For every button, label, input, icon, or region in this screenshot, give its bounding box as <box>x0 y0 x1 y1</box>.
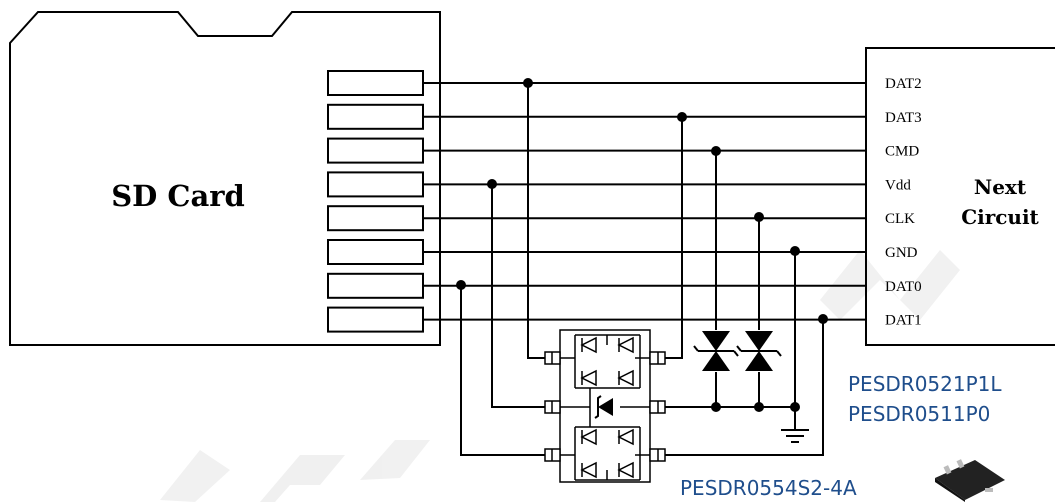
sd-card-contacts <box>327 70 424 333</box>
sd-contact <box>327 239 424 265</box>
sd-card-outline <box>9 11 441 346</box>
watermark <box>160 250 960 502</box>
sd-contact <box>327 171 424 198</box>
pin-label-vdd: Vdd <box>885 177 911 193</box>
esd-array-diodes <box>574 334 641 481</box>
sd-contact <box>327 306 424 333</box>
sd-contact <box>327 272 424 299</box>
pin-label-gnd: GND <box>885 245 918 261</box>
pin-label-dat3: DAT3 <box>885 110 922 126</box>
array-internal-wiring <box>574 334 641 481</box>
pin-label-dat0: DAT0 <box>885 279 922 295</box>
next-circuit-box <box>865 47 1055 346</box>
part-label-pesdr0521p1l: PESDR0521P1L <box>848 372 1002 396</box>
ground-icon <box>781 429 809 443</box>
sd-card-label: SD Card <box>111 179 245 213</box>
diode-icon <box>580 461 597 479</box>
next-circuit-label-line1: Next <box>974 175 1027 199</box>
part-label-pesdr0511p0: PESDR0511P0 <box>848 402 990 426</box>
diode-icon <box>617 428 634 446</box>
sd-contact <box>327 205 424 232</box>
diode-icon <box>580 428 597 446</box>
sd-contact <box>327 70 424 96</box>
pin-label-cmd: CMD <box>885 144 919 160</box>
junction-dots <box>456 78 828 412</box>
diode-icon <box>617 369 634 387</box>
pin-label-dat2: DAT2 <box>885 76 922 92</box>
pin-label-clk: CLK <box>885 211 915 227</box>
diode-icon <box>580 336 597 354</box>
pin-label-dat1: DAT1 <box>885 313 922 329</box>
diode-icon <box>617 461 634 479</box>
zener-diode-icon <box>594 395 613 419</box>
diode-icon <box>617 336 634 354</box>
next-circuit-label-line2: Circuit <box>961 205 1039 229</box>
part-label-pesdr0554s2-4a: PESDR0554S2-4A <box>680 476 857 500</box>
zener-diode-icon <box>736 331 782 371</box>
sd-contact <box>327 137 424 164</box>
protection-traces <box>460 83 824 456</box>
sd-contact <box>327 103 424 130</box>
sot-package-icon <box>935 459 1005 502</box>
signal-lines <box>423 82 866 321</box>
zener-diode-icon <box>693 331 739 371</box>
diode-icon <box>580 369 597 387</box>
